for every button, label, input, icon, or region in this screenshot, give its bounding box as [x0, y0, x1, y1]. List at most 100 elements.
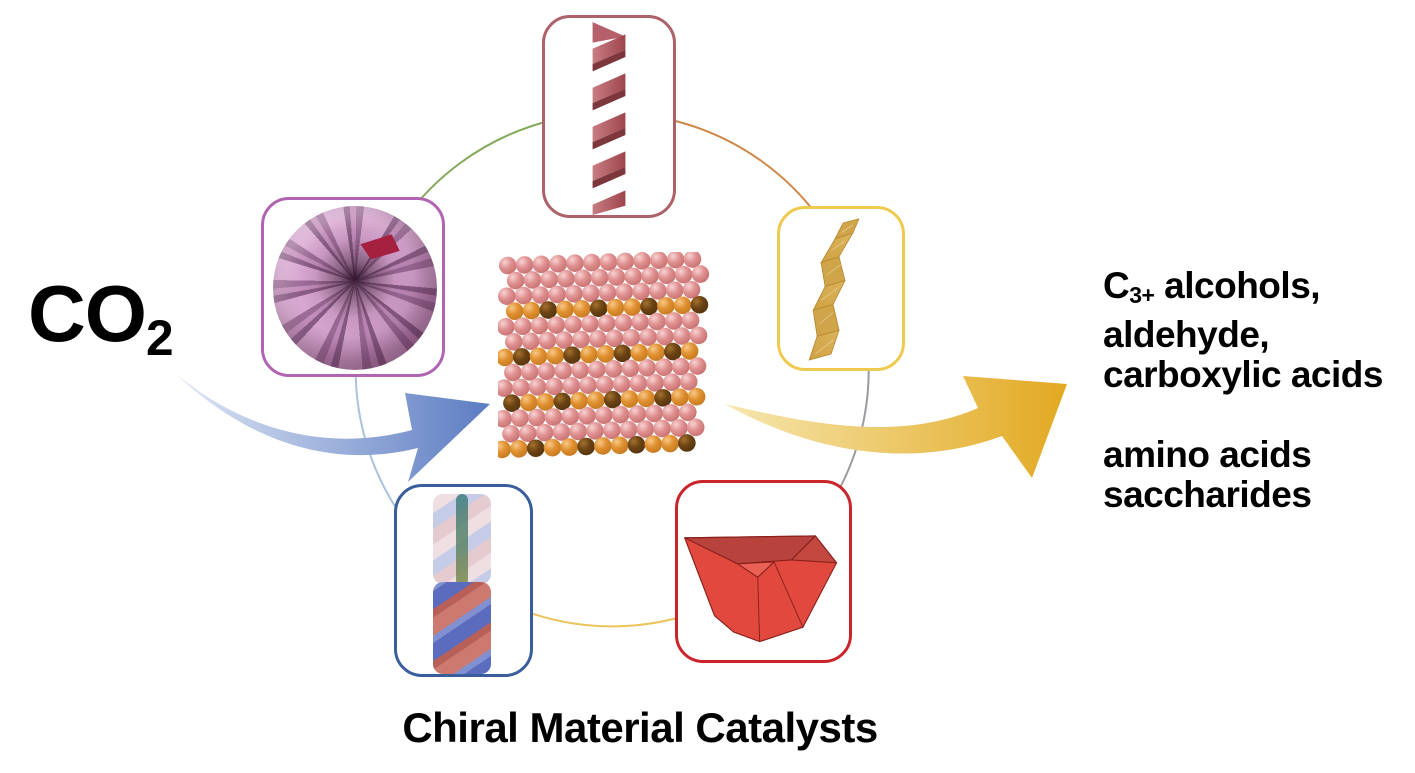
- lattice-sphere: [512, 348, 531, 366]
- products-line1-main: C: [1103, 265, 1130, 306]
- lattice-sphere: [648, 312, 666, 331]
- lattice-sphere: [633, 252, 651, 270]
- lattice-sphere: [528, 378, 547, 396]
- lattice-sphere: [539, 301, 558, 319]
- lattice-sphere: [502, 425, 520, 443]
- lattice-sphere: [586, 422, 604, 440]
- lattice-sphere: [657, 297, 675, 315]
- lattice-sphere: [605, 329, 624, 348]
- lattice-sphere: [557, 269, 575, 288]
- lattice-sphere: [569, 422, 587, 441]
- lattice-sphere: [566, 254, 584, 272]
- lattice-sphere: [631, 313, 650, 331]
- lattice-sphere: [577, 437, 595, 456]
- lattice-sphere: [520, 363, 539, 381]
- lattice-sphere: [621, 359, 640, 378]
- lattice-sphere: [510, 440, 528, 458]
- rope-teal-core: [456, 494, 468, 586]
- output-arrow: [725, 376, 1067, 478]
- products-gap: [1103, 395, 1383, 435]
- lattice-sphere: [588, 330, 607, 348]
- lattice-sphere: [544, 408, 563, 426]
- lattice-sphere: [688, 357, 707, 375]
- catalyst-card-spiral-nanoflower: [261, 197, 445, 377]
- lattice-sphere: [610, 436, 629, 455]
- lattice-sphere: [624, 267, 643, 286]
- lattice-sphere: [680, 342, 699, 360]
- co2-main: CO: [28, 269, 147, 358]
- lattice-sphere: [506, 271, 525, 290]
- lattice-sphere: [670, 419, 688, 437]
- lattice-sphere: [665, 281, 684, 300]
- lattice-sphere: [503, 394, 521, 412]
- diagram-title: Chiral Material Catalysts: [402, 704, 878, 751]
- lattice-sphere: [627, 435, 646, 454]
- lattice-sphere: [650, 252, 668, 270]
- lattice-sphere: [545, 377, 564, 396]
- lattice-sphere: [504, 363, 522, 382]
- lattice-sphere: [547, 316, 566, 334]
- helical-ribbon-icon: [592, 22, 626, 215]
- lattice-sphere: [637, 389, 656, 408]
- lattice-sphere: [546, 346, 565, 365]
- lattice-sphere: [540, 270, 559, 289]
- lattice-sphere: [535, 423, 554, 442]
- lattice-sphere: [498, 440, 511, 459]
- lattice-sphere: [572, 330, 590, 349]
- nanoribbon-hatch-lines: [814, 224, 854, 355]
- twisted-nanoribbon-icon: [808, 218, 860, 361]
- lattice-sphere: [690, 295, 709, 314]
- lattice-sphere: [674, 265, 693, 284]
- lattice-sphere: [638, 359, 656, 377]
- lattice-sphere: [553, 392, 572, 411]
- lattice-sphere: [632, 282, 650, 301]
- lattice-sphere: [521, 332, 540, 351]
- lattice-sphere: [581, 284, 600, 303]
- co2-label: CO2: [28, 274, 174, 363]
- catalyst-atomic-lattice: [498, 252, 710, 459]
- lattice-sphere: [571, 361, 589, 379]
- lattice-sphere: [595, 375, 614, 394]
- lattice-sphere: [623, 298, 642, 316]
- lattice-sphere: [498, 287, 516, 305]
- lattice-sphere: [596, 345, 615, 363]
- lattice-sphere: [563, 346, 581, 364]
- lattice-sphere: [594, 437, 612, 455]
- lattice-sphere: [561, 407, 580, 426]
- lattice-sphere: [530, 316, 549, 335]
- lattice-sphere: [599, 253, 618, 271]
- lattice-sphere: [514, 286, 533, 305]
- lattice-sphere: [683, 252, 702, 268]
- spiral-nanoflower-icon: [273, 206, 437, 370]
- lattice-sphere: [582, 253, 601, 272]
- lattice-sphere: [614, 313, 633, 332]
- products-line2: aldehyde,: [1103, 314, 1270, 356]
- lattice-sphere: [498, 409, 512, 428]
- lattice-sphere: [556, 300, 574, 319]
- lattice-sphere: [562, 376, 580, 395]
- lattice-sphere: [573, 300, 591, 318]
- lattice-sphere: [673, 296, 692, 315]
- lattice-sphere: [522, 301, 541, 320]
- lattice-sphere: [661, 434, 679, 453]
- lattice-sphere: [505, 302, 524, 320]
- lattice-sphere: [662, 404, 680, 422]
- lattice-sphere: [663, 373, 681, 392]
- lattice-sphere: [589, 299, 608, 318]
- lattice-sphere: [515, 256, 534, 274]
- lattice-sphere: [616, 252, 635, 271]
- lattice-sphere: [564, 315, 582, 334]
- lattice-sphere: [640, 297, 658, 316]
- lattice-sphere: [598, 283, 617, 302]
- products-line4: amino acids: [1103, 434, 1312, 476]
- lattice-sphere: [523, 271, 542, 289]
- lattice-sphere: [552, 423, 571, 441]
- lattice-sphere: [538, 331, 557, 350]
- lattice-sphere: [679, 372, 698, 391]
- catalyst-card-double-helix-rope: [394, 484, 533, 677]
- lattice-sphere: [548, 285, 566, 304]
- lattice-sphere: [574, 269, 592, 288]
- products-label: C3+ alcohols, aldehyde, carboxylic acids…: [1103, 266, 1383, 515]
